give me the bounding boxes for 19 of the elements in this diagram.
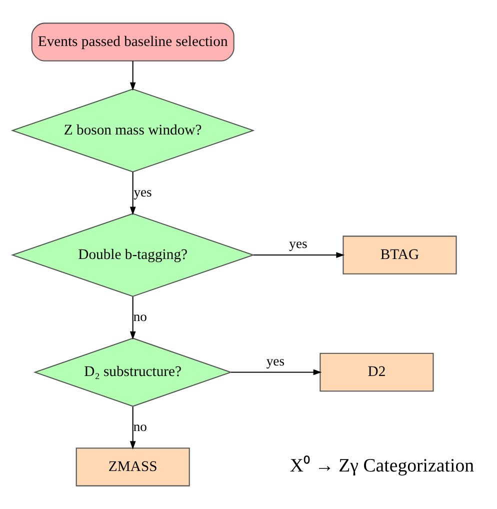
label: X⁰ → Zγ Categorization (290, 456, 474, 477)
edge-label: no (133, 418, 147, 434)
arrow (230, 369, 322, 376)
edge-label: yes (289, 236, 308, 252)
edge-label: yes (266, 353, 285, 368)
node-box: D2 (320, 352, 434, 392)
arrow (130, 60, 136, 91)
node-diamond: Z boson mass window? (10, 88, 255, 172)
node-diamond: D₂ substructure? (33, 338, 232, 407)
edge-label: no (133, 308, 147, 324)
arrow (130, 296, 136, 340)
arrow (130, 172, 136, 216)
arrow (253, 252, 345, 258)
edge-label: yes (134, 184, 152, 200)
node-diamond: Double b-tagging? (10, 213, 255, 297)
arrow (130, 406, 136, 450)
node-box: Events passed baseline selection (31, 22, 234, 62)
node-box: BTAG (342, 236, 457, 274)
node-box: ZMASS (76, 448, 190, 486)
